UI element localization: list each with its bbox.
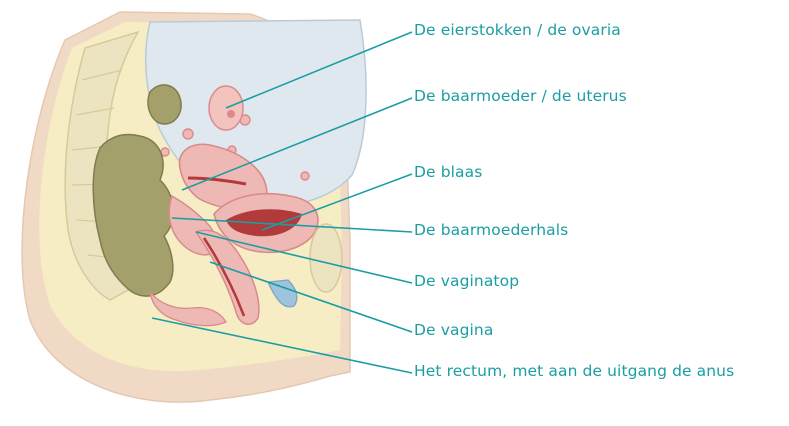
ovary-follicle bbox=[227, 110, 235, 118]
colon-upper bbox=[148, 85, 181, 124]
label-rectum: Het rectum, met aan de uitgang de anus bbox=[414, 362, 734, 380]
label-bladder: De blaas bbox=[414, 163, 482, 181]
label-ovaries: De eierstokken / de ovaria bbox=[414, 21, 621, 39]
label-vaginal-vault: De vaginatop bbox=[414, 272, 519, 290]
label-uterus: De baarmoeder / de uterus bbox=[414, 87, 627, 105]
label-cervix: De baarmoederhals bbox=[414, 221, 568, 239]
label-vagina: De vagina bbox=[414, 321, 493, 339]
pubic-bone bbox=[310, 224, 342, 292]
